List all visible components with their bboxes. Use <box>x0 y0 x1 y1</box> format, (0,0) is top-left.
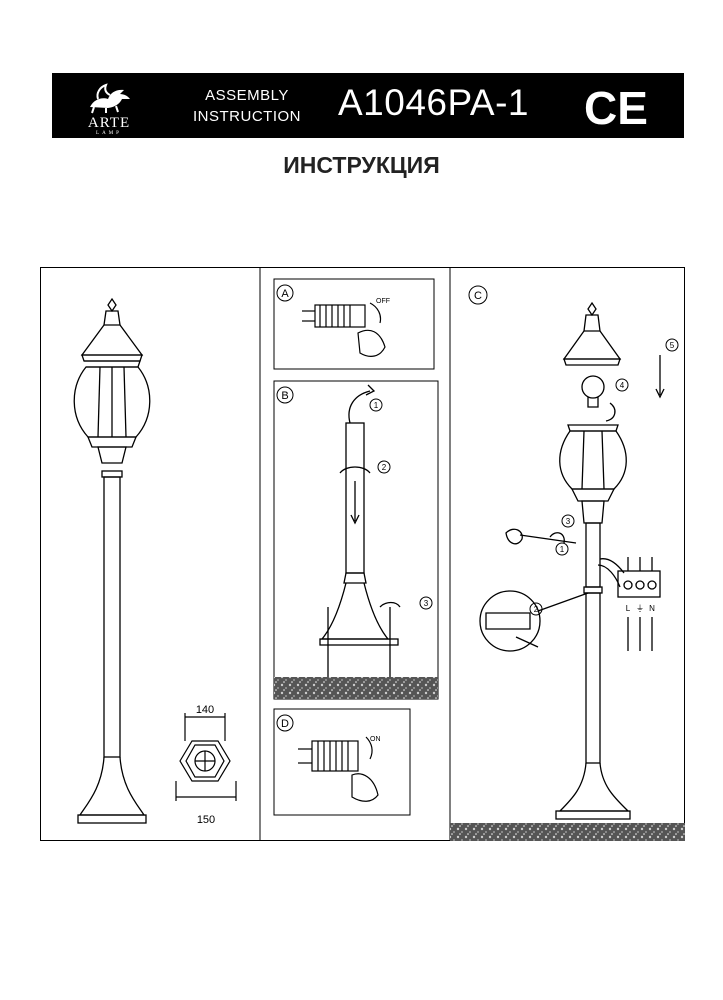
header-bar: ARTE LAMP ASSEMBLY INSTRUCTION A1046PA-1… <box>52 73 684 138</box>
ce-mark-text: CE <box>584 84 648 128</box>
dimension-base: 150 <box>197 814 215 826</box>
assembly-diagram: 140 150 A OFF B <box>40 267 685 841</box>
doc-type-line1: ASSEMBLY <box>205 87 289 104</box>
doc-type-line2: INSTRUCTION <box>193 108 301 125</box>
ce-mark-icon: CE <box>584 84 648 128</box>
panel-c-step-5: 5 <box>670 341 675 350</box>
panel-c-step-4: 4 <box>620 381 625 390</box>
panel-d: D ON <box>273 708 411 816</box>
switch-off-text: OFF <box>376 298 390 305</box>
terminal-n-label: N <box>649 604 655 613</box>
panel-b-step-3: 3 <box>424 599 429 608</box>
switch-on-drawing <box>298 736 379 802</box>
panel-b-label: B <box>281 390 288 402</box>
griffin-icon <box>90 83 130 114</box>
brand-logo: ARTE LAMP <box>76 81 142 136</box>
panel-a-label: A <box>281 288 289 300</box>
dimension-top: 140 <box>196 704 214 716</box>
frame-border <box>40 267 685 841</box>
terminal-l-label: L <box>626 604 631 613</box>
switch-off-drawing <box>302 302 386 357</box>
lamp-overview <box>73 297 151 824</box>
panel-c-label: C <box>474 290 482 302</box>
panel-c-step-1: 1 <box>560 545 565 554</box>
dimension-drawing <box>175 713 237 801</box>
panel-b-step-1: 1 <box>374 401 379 410</box>
panel-b: B 1 2 3 <box>273 380 439 700</box>
page-title: ИНСТРУКЦИЯ <box>283 152 440 178</box>
panel-a: A OFF <box>273 278 435 370</box>
model-number: A1046PA-1 <box>338 82 529 123</box>
panel-b-step-2: 2 <box>382 463 387 472</box>
panel-c-step-3: 3 <box>566 517 571 526</box>
brand-subtitle: LAMP <box>96 131 122 136</box>
brand-name: ARTE <box>87 115 131 131</box>
switch-on-text: ON <box>370 736 381 743</box>
panel-c-step-2: 2 <box>534 605 539 614</box>
terminal-ground-label: ⏚ <box>636 604 644 613</box>
panel-c: C <box>450 285 685 841</box>
panel-d-label: D <box>281 718 289 730</box>
